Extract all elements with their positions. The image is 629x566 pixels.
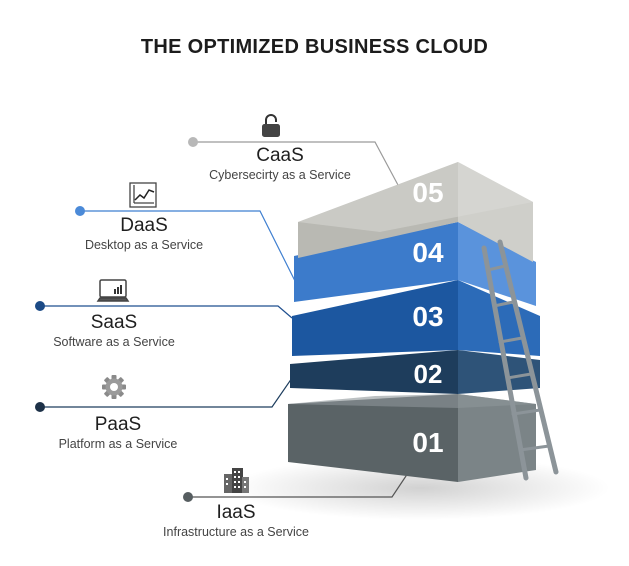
paas-description: Platform as a Service xyxy=(58,437,178,451)
ladder xyxy=(481,239,559,481)
connector-dot-paas xyxy=(35,402,45,412)
layer-number-02: 02 xyxy=(414,359,443,389)
layer-number-01: 01 xyxy=(412,427,443,458)
chart-icon xyxy=(129,182,157,208)
caas-title: CaaS xyxy=(256,145,304,166)
connector-caas xyxy=(193,141,399,186)
connector-dot-iaas xyxy=(183,492,193,502)
stack-layer-04: 04 xyxy=(294,222,536,306)
label-daas: DaaS Desktop as a Service xyxy=(64,215,224,253)
label-iaas: IaaS Infrastructure as a Service xyxy=(146,502,326,540)
connector-saas xyxy=(40,305,293,319)
daas-description: Desktop as a Service xyxy=(84,238,204,252)
label-caas: CaaS Cybersecirty as a Service xyxy=(180,145,380,183)
layer-number-04: 04 xyxy=(412,237,444,268)
paas-title: PaaS xyxy=(94,414,142,435)
iaas-title: IaaS xyxy=(216,502,256,523)
daas-title: DaaS xyxy=(120,215,168,236)
connector-dot-saas xyxy=(35,301,45,311)
caas-description: Cybersecirty as a Service xyxy=(209,168,351,182)
building-icon xyxy=(224,468,249,493)
laptop-icon xyxy=(96,279,130,302)
stack-layer-02: 02 xyxy=(290,350,540,394)
saas-title: SaaS xyxy=(90,312,138,333)
label-paas: PaaS Platform as a Service xyxy=(38,414,198,452)
connector-iaas xyxy=(188,469,411,498)
connector-dot-caas xyxy=(188,137,198,147)
gear-icon xyxy=(102,375,126,399)
saas-description: Software as a Service xyxy=(53,335,175,349)
connector-paas xyxy=(40,377,293,408)
layer-number-03: 03 xyxy=(412,301,443,332)
lock-icon xyxy=(262,114,280,137)
label-saas: SaaS Software as a Service xyxy=(34,312,194,350)
layer-number-05: 05 xyxy=(412,177,443,208)
stack-layer-05: 05 xyxy=(298,162,533,262)
iaas-description: Infrastructure as a Service xyxy=(163,525,309,539)
page-title: THE OPTIMIZED BUSINESS CLOUD xyxy=(140,36,489,58)
connector-daas xyxy=(80,210,297,284)
connector-dot-daas xyxy=(75,206,85,216)
